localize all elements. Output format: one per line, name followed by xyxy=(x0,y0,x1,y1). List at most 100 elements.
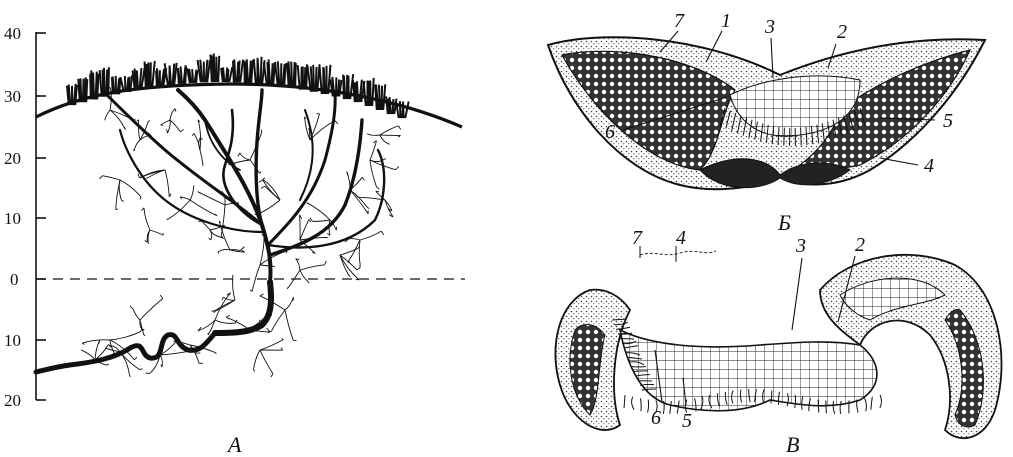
central-band-v xyxy=(620,330,877,411)
fine-root xyxy=(380,135,390,144)
fine-root xyxy=(110,328,142,340)
fine-root xyxy=(260,234,264,265)
fine-root xyxy=(120,180,141,199)
callout-b-6: 6 xyxy=(605,121,615,143)
grass-tuft xyxy=(67,84,77,105)
fine-root xyxy=(260,338,283,350)
fine-root xyxy=(263,178,280,200)
callout-v-2: 2 xyxy=(855,234,865,256)
hair-b xyxy=(784,128,785,146)
fine-root xyxy=(300,270,309,283)
fine-root xyxy=(170,109,176,120)
fine-root xyxy=(180,197,190,200)
callout-b-2: 2 xyxy=(837,21,847,43)
callout-b-7: 7 xyxy=(674,10,685,32)
scale-tick-label: 20 xyxy=(4,391,21,410)
fine-root xyxy=(307,203,330,220)
grass-tuft xyxy=(375,84,385,110)
fine-root xyxy=(310,218,330,222)
callout-v-5: 5 xyxy=(682,410,692,432)
fine-root xyxy=(105,110,110,120)
hair-v xyxy=(865,398,867,411)
fine-root xyxy=(380,126,401,135)
grass-tuft xyxy=(187,68,197,83)
hair-b xyxy=(801,128,802,146)
fine-root xyxy=(190,185,194,200)
hair-v xyxy=(840,401,841,414)
fine-root xyxy=(296,259,300,270)
fine-root xyxy=(370,141,377,160)
grass-tuft xyxy=(254,57,265,84)
fine-root xyxy=(190,200,217,216)
fine-root xyxy=(340,247,360,255)
grass-tuft xyxy=(165,63,177,85)
fine-root xyxy=(165,170,171,197)
fine-root xyxy=(81,350,95,360)
grass-tuft xyxy=(112,76,120,94)
fine-root xyxy=(226,315,250,330)
grass-tufts xyxy=(67,53,409,118)
grass-tuft xyxy=(78,77,87,102)
fine-root xyxy=(285,310,297,341)
scale-tick-label: 10 xyxy=(4,209,21,228)
fine-root xyxy=(211,300,235,311)
grass-tuft xyxy=(264,59,275,84)
grass-tuft xyxy=(198,60,210,83)
grass-tuft xyxy=(145,61,155,88)
panel-label-a: А xyxy=(226,432,242,457)
fine-root xyxy=(348,240,360,262)
hair-v xyxy=(648,400,649,413)
scale-tick-label: 10 xyxy=(4,331,21,350)
callout-v-4: 4 xyxy=(676,227,686,249)
grass-tuft xyxy=(275,61,286,86)
grass-tuft xyxy=(178,65,186,84)
fine-root xyxy=(141,208,150,230)
wavy-mark-v xyxy=(640,251,716,255)
scale-tick-label: 20 xyxy=(4,149,21,168)
callout-v-6: 6 xyxy=(651,407,661,429)
callout-b-1: 1 xyxy=(721,10,731,32)
fine-root xyxy=(150,230,163,235)
callout-b-3: 3 xyxy=(764,16,775,38)
fine-root xyxy=(218,249,230,253)
grass-tuft xyxy=(90,70,98,99)
fine-root xyxy=(385,200,393,217)
grass-tuft xyxy=(210,53,219,82)
panel-b: 7 1 3 2 6 5 4 Б xyxy=(548,10,985,235)
fine-root xyxy=(133,140,140,151)
fine-root xyxy=(250,265,260,291)
hair-v xyxy=(624,395,625,408)
callout-v-3: 3 xyxy=(795,235,806,257)
grass-tuft xyxy=(133,68,145,90)
fine-root xyxy=(140,295,163,320)
callout-b-5: 5 xyxy=(943,110,953,132)
fine-root xyxy=(355,194,385,200)
soil-surface-line xyxy=(36,84,462,127)
grass-tuft xyxy=(221,67,232,82)
hair-v xyxy=(632,397,635,410)
callout-b-4: 4 xyxy=(924,155,934,177)
fine-root xyxy=(360,231,384,240)
fine-root xyxy=(370,160,379,189)
fine-root xyxy=(367,134,380,136)
fine-root xyxy=(100,176,120,180)
panel-a: 40 30 20 10 0 10 20 xyxy=(4,24,465,457)
hair-v xyxy=(640,398,641,411)
fine-root xyxy=(260,265,275,267)
fine-root xyxy=(200,150,203,166)
fine-root xyxy=(170,120,184,132)
grass-tuft xyxy=(100,67,109,97)
fine-root xyxy=(160,355,162,367)
fine-root xyxy=(300,261,326,270)
fine-root xyxy=(119,180,124,201)
fine-root xyxy=(120,352,130,377)
grass-tuft xyxy=(319,65,330,94)
grass-tuft xyxy=(287,61,296,87)
fine-root xyxy=(350,190,368,214)
hair-v xyxy=(663,401,664,414)
fine-root xyxy=(238,153,250,160)
grass-tuft xyxy=(386,96,396,114)
fine-root xyxy=(230,247,244,251)
fine-root xyxy=(130,306,140,320)
